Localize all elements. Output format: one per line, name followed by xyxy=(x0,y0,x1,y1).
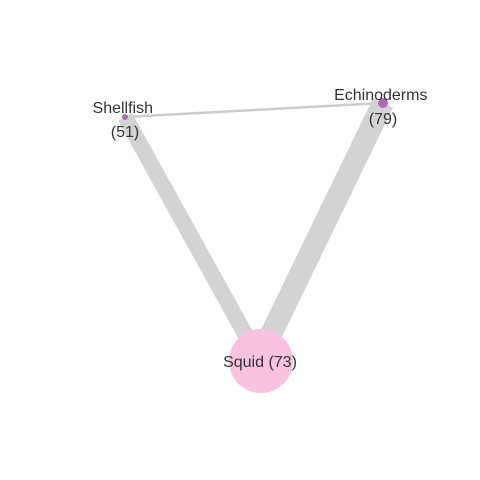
node-echinoderms[interactable] xyxy=(378,98,388,108)
node-squid[interactable] xyxy=(229,329,293,393)
label-squid: Squid (73) xyxy=(223,354,297,371)
label-echinoderms-name: Echinoderms xyxy=(334,87,427,104)
edge-shellfish-echinoderms xyxy=(123,101,385,119)
label-shellfish: Shellfish (51) xyxy=(93,100,158,141)
node-shellfish[interactable] xyxy=(122,114,128,120)
edge-echinoderms-squid xyxy=(249,98,393,364)
edge-shellfish-squid xyxy=(118,113,266,363)
label-echinoderms: Echinoderms (79) xyxy=(334,87,432,128)
label-shellfish-value: (51) xyxy=(111,124,139,141)
label-echinoderms-value: (79) xyxy=(369,111,397,128)
label-shellfish-name: Shellfish xyxy=(93,100,153,117)
